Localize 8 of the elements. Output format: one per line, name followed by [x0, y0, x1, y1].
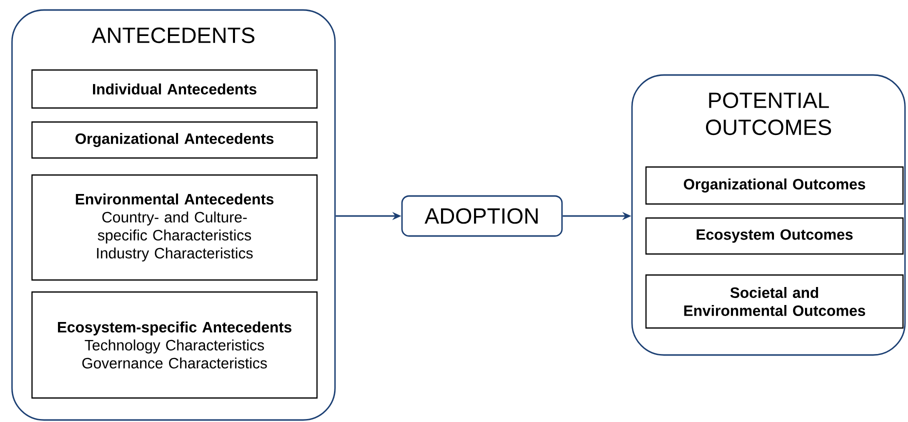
category-box: Ecosystem-specific Antecedents Technology Characteristics Governance Characteristics	[31, 291, 318, 399]
category-box: Ecosystem Outcomes	[645, 217, 904, 255]
category-box: Organizational Antecedents	[31, 121, 318, 159]
process-box: ADOPTION	[401, 195, 563, 237]
category-box: Individual Antecedents	[31, 69, 318, 109]
category-box: Societal and Environmental Outcomes	[645, 274, 904, 329]
category-box: Environmental Antecedents Country- and Culture-specific Characteristics Industry Characteristics	[31, 174, 318, 281]
category-box: Organizational Outcomes	[645, 166, 904, 205]
